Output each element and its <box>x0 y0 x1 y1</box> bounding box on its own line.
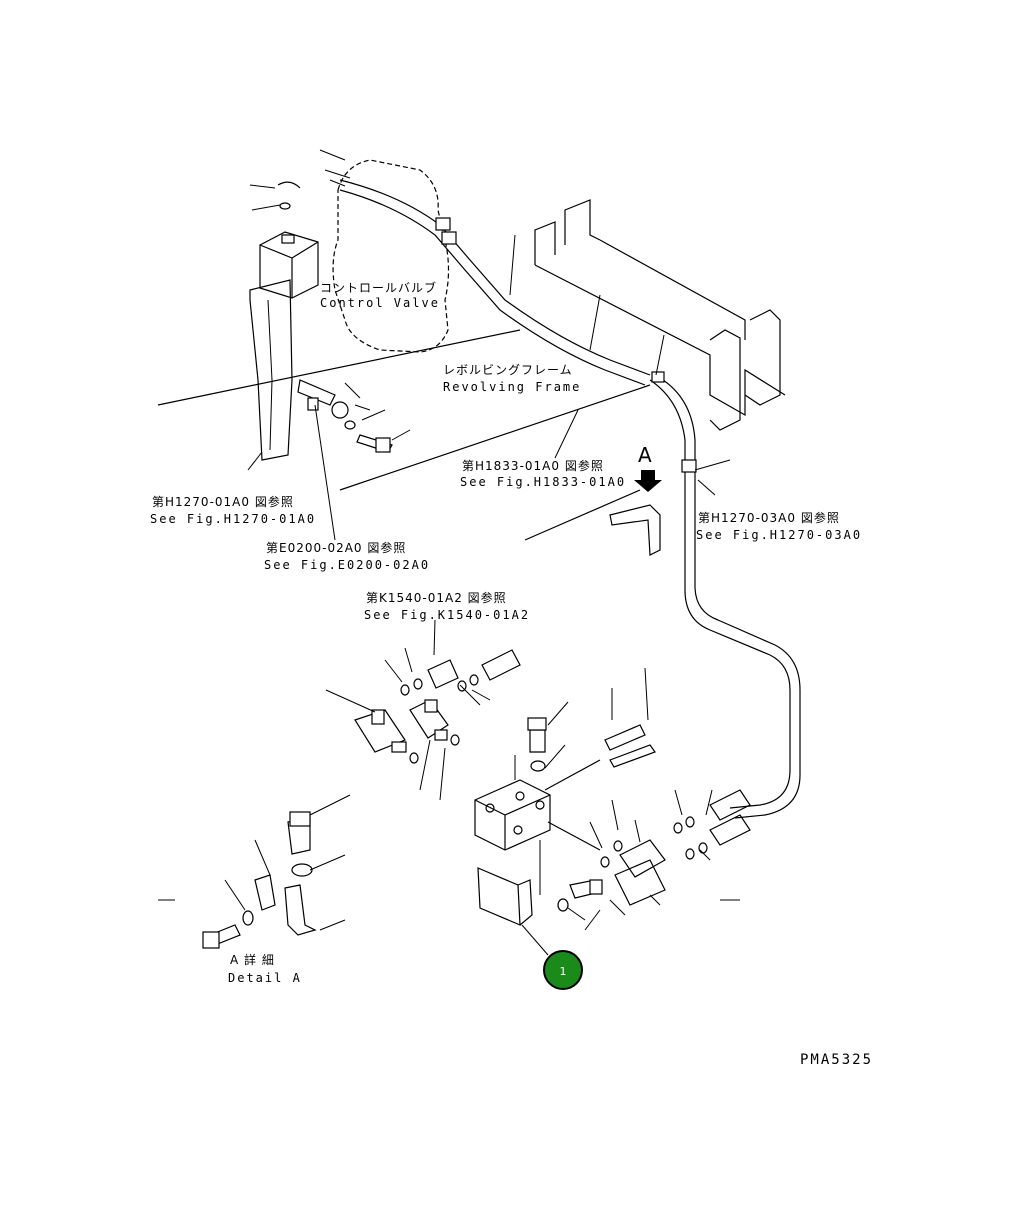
valve-block-drawing <box>474 717 603 926</box>
view-arrow-label: A <box>638 443 652 467</box>
hose-drawing <box>609 371 801 819</box>
solenoid-right-drawing <box>544 724 751 906</box>
callout-1[interactable]: 1 <box>543 950 583 990</box>
control-valve-label-jp: コントロールバルブ <box>320 280 437 295</box>
drawing-code: PMA5325 <box>800 1052 873 1068</box>
ref-h1833-label-jp: 第H1833-01A0 図参照 <box>462 458 604 473</box>
detail-a-label-en: Detail A <box>228 971 302 985</box>
ref-k1540-label-en: See Fig.K1540-01A2 <box>364 608 530 622</box>
clamp-bolt-drawing <box>297 379 411 453</box>
view-arrow-drawing <box>634 470 662 492</box>
ref-h1270-01-label-jp: 第H1270-01A0 図参照 <box>152 494 294 509</box>
ref-e0200-label-en: See Fig.E0200-02A0 <box>264 558 430 572</box>
revolving-frame-label-jp: レボルビングフレーム <box>443 363 573 377</box>
control-valve-drawing <box>319 149 651 386</box>
left-tank-drawing <box>249 181 319 461</box>
detail-a-label-jp: A 詳 細 <box>230 952 275 967</box>
ref-h1833-label-en: See Fig.H1833-01A0 <box>460 475 626 489</box>
control-valve-label-en: Control Valve <box>320 296 440 310</box>
detail-a-drawing <box>202 811 317 949</box>
revolving-frame-label-en: Revolving Frame <box>443 380 581 394</box>
ref-h1270-03-label-en: See Fig.H1270-03A0 <box>696 528 862 542</box>
ref-h1270-01-label-en: See Fig.H1270-01A0 <box>150 512 316 526</box>
revolving-frame-drawing <box>157 199 786 541</box>
ref-h1270-03-label-jp: 第H1270-03A0 図参照 <box>698 510 840 525</box>
solenoid-left-drawing <box>354 649 521 764</box>
callout-number[interactable]: 1 <box>560 965 567 978</box>
ref-k1540-label-jp: 第K1540-01A2 図参照 <box>366 590 507 605</box>
ref-e0200-label-jp: 第E0200-02A0 図参照 <box>266 540 406 555</box>
leader-lines <box>158 234 740 956</box>
callout-badge[interactable] <box>543 950 583 990</box>
